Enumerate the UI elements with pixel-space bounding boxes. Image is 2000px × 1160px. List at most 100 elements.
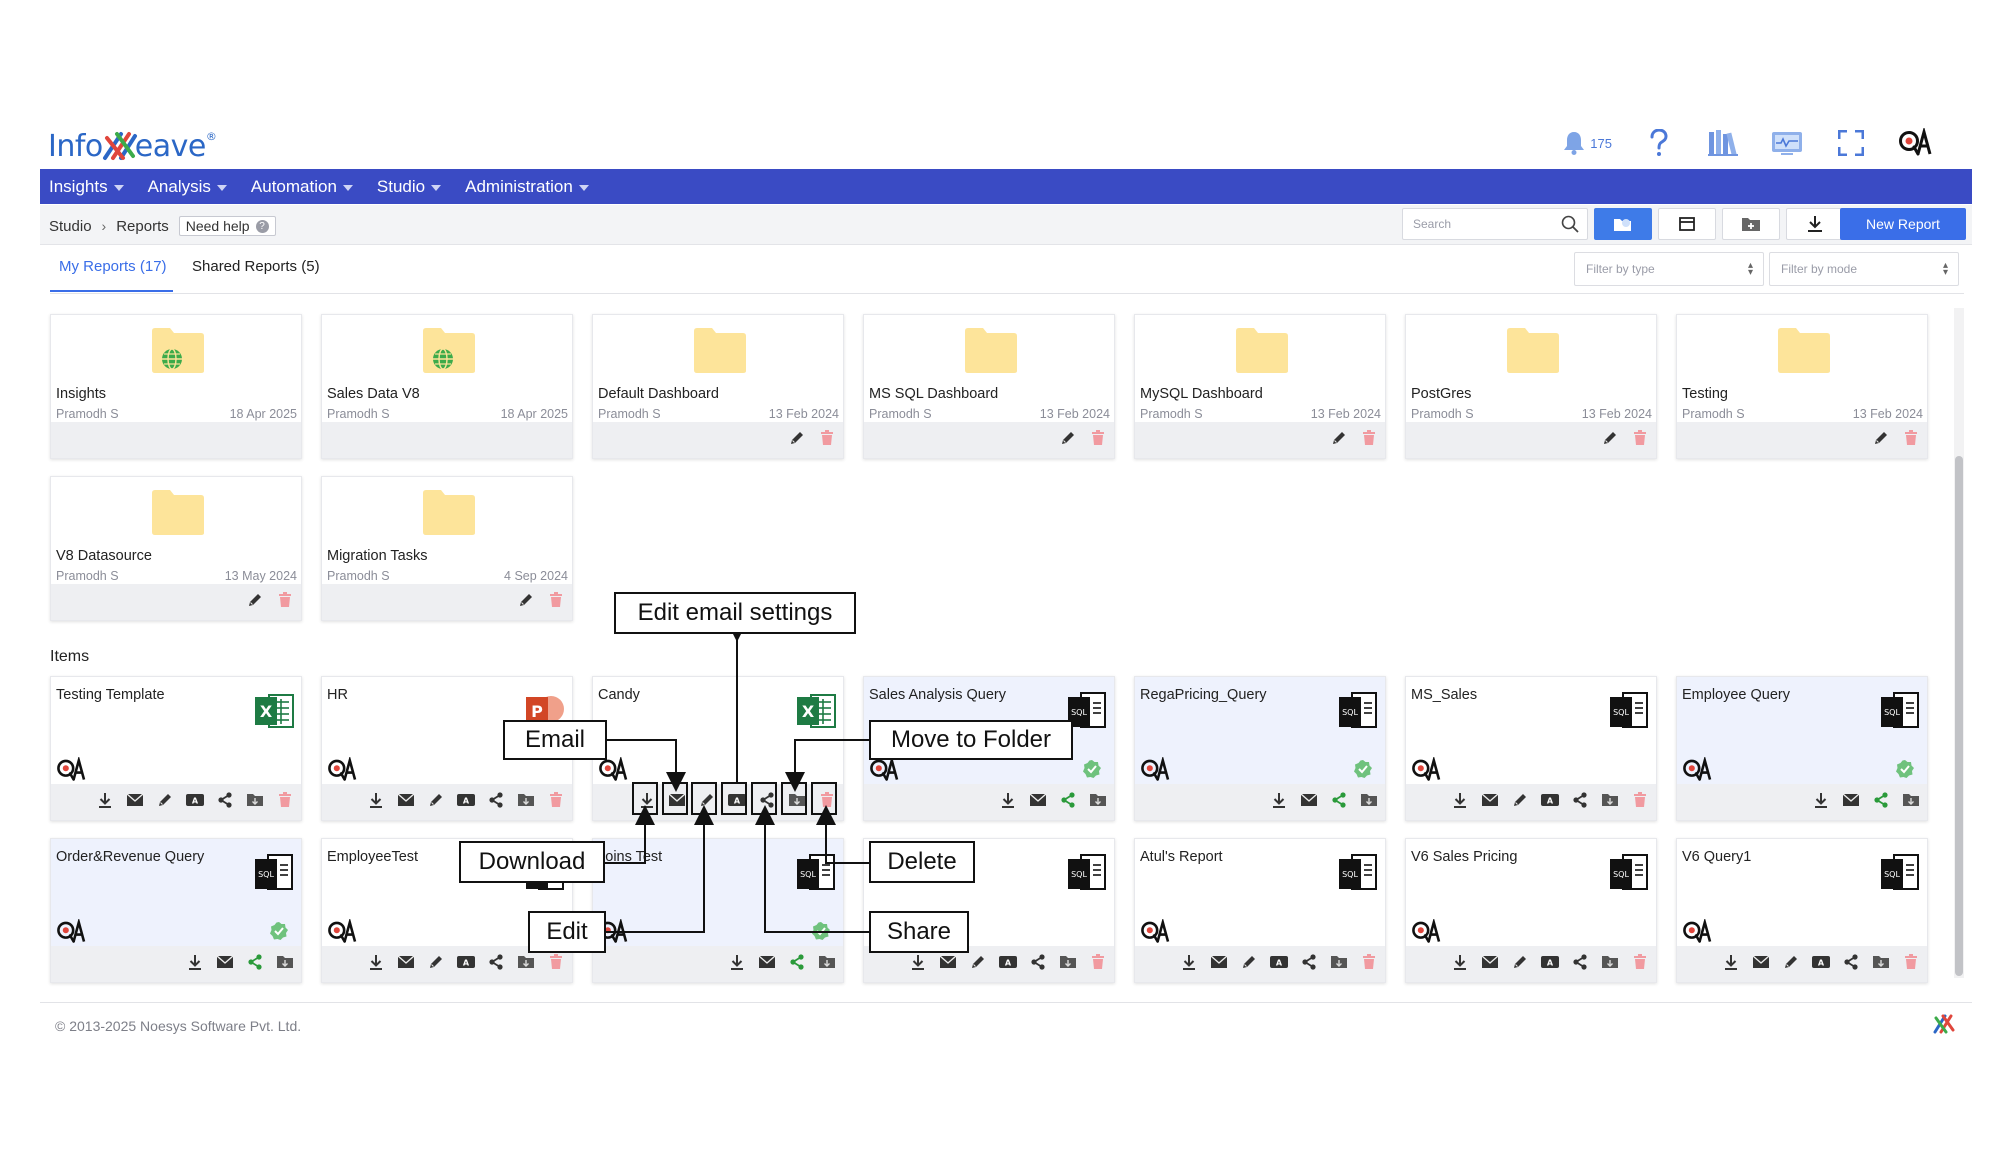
move-to-folder-button[interactable] [1600,954,1620,974]
new-folder-button[interactable] [1722,208,1780,240]
menu-insights[interactable]: Insights [49,177,124,197]
move-to-folder-button[interactable] [1329,954,1349,974]
delete-button[interactable] [546,953,566,974]
delete-button[interactable] [1088,953,1108,974]
notifications-button[interactable]: 175 [1562,130,1612,156]
move-to-folder-button[interactable] [245,792,265,812]
move-to-folder-button[interactable] [275,954,295,974]
download-button[interactable] [727,954,747,974]
download-button[interactable] [185,954,205,974]
download-button[interactable] [998,792,1018,812]
edit-button[interactable] [1600,430,1620,450]
share-button[interactable] [1329,791,1349,812]
edit-email-settings-button[interactable]: A [1540,792,1560,812]
share-button[interactable] [1028,953,1048,974]
filter-by-mode-select[interactable]: Filter by mode ▴▾ [1769,252,1959,286]
share-button[interactable] [1570,953,1590,974]
edit-button[interactable] [1510,954,1530,974]
qa-logo-button[interactable] [1898,126,1932,160]
move-to-folder-button[interactable] [1359,792,1379,812]
move-to-folder-button[interactable] [1600,792,1620,812]
edit-button[interactable] [516,592,536,612]
email-button[interactable] [1480,792,1500,812]
fullscreen-button[interactable] [1834,126,1868,160]
edit-button[interactable] [1058,430,1078,450]
delete-button[interactable] [275,591,295,612]
new-report-button[interactable]: New Report [1840,208,1966,240]
scrollbar-thumb[interactable] [1955,456,1963,976]
edit-button[interactable] [1239,954,1259,974]
delete-button[interactable] [817,429,837,450]
move-to-folder-button[interactable] [1901,792,1921,812]
edit-email-settings-button[interactable]: A [185,792,205,812]
edit-button[interactable] [787,430,807,450]
delete-button[interactable] [546,591,566,612]
share-button[interactable] [486,953,506,974]
breadcrumb-studio[interactable]: Studio [49,217,92,235]
import-button[interactable] [1786,208,1844,240]
help-button[interactable] [1642,126,1676,160]
move-to-folder-button[interactable] [1058,954,1078,974]
edit-button[interactable] [1871,430,1891,450]
delete-button[interactable] [275,791,295,812]
tab-my-reports[interactable]: My Reports (17) [59,258,167,275]
download-button[interactable] [95,792,115,812]
menu-analysis[interactable]: Analysis [148,177,227,197]
move-to-folder-button[interactable] [787,792,807,812]
library-button[interactable] [1706,126,1740,160]
delete-button[interactable] [1901,953,1921,974]
email-button[interactable] [215,954,235,974]
edit-button[interactable] [155,792,175,812]
delete-button[interactable] [1901,429,1921,450]
delete-button[interactable] [1359,953,1379,974]
monitor-button[interactable] [1770,126,1804,160]
share-button[interactable] [1058,791,1078,812]
delete-button[interactable] [1088,429,1108,450]
email-button[interactable] [1480,954,1500,974]
delete-button[interactable] [1630,429,1650,450]
edit-email-settings-button[interactable]: A [1811,954,1831,974]
share-button[interactable] [787,953,807,974]
download-button[interactable] [1450,792,1470,812]
edit-button[interactable] [1329,430,1349,450]
edit-email-settings-button[interactable]: A [456,954,476,974]
email-button[interactable] [125,792,145,812]
report-item-card[interactable]: EmployeeTestSQLA [321,838,573,983]
email-button[interactable] [1299,792,1319,812]
email-button[interactable] [1209,954,1229,974]
share-button[interactable] [215,791,235,812]
edit-button[interactable] [968,954,988,974]
email-button[interactable] [938,954,958,974]
edit-button[interactable] [1781,954,1801,974]
email-button[interactable] [396,954,416,974]
edit-button[interactable] [1510,792,1530,812]
download-button[interactable] [1450,954,1470,974]
email-button[interactable] [1841,792,1861,812]
search-icon[interactable] [1561,215,1579,233]
edit-email-settings-button[interactable]: A [1269,954,1289,974]
edit-email-settings-button[interactable]: A [456,792,476,812]
view-list-toggle-button[interactable] [1658,208,1716,240]
infoveave-logo[interactable]: Info eave ® [48,124,217,164]
download-button[interactable] [366,954,386,974]
email-button[interactable] [667,792,687,812]
move-to-folder-button[interactable] [817,954,837,974]
download-button[interactable] [908,954,928,974]
menu-automation[interactable]: Automation [251,177,353,197]
edit-button[interactable] [697,792,717,812]
menu-studio[interactable]: Studio [377,177,442,197]
